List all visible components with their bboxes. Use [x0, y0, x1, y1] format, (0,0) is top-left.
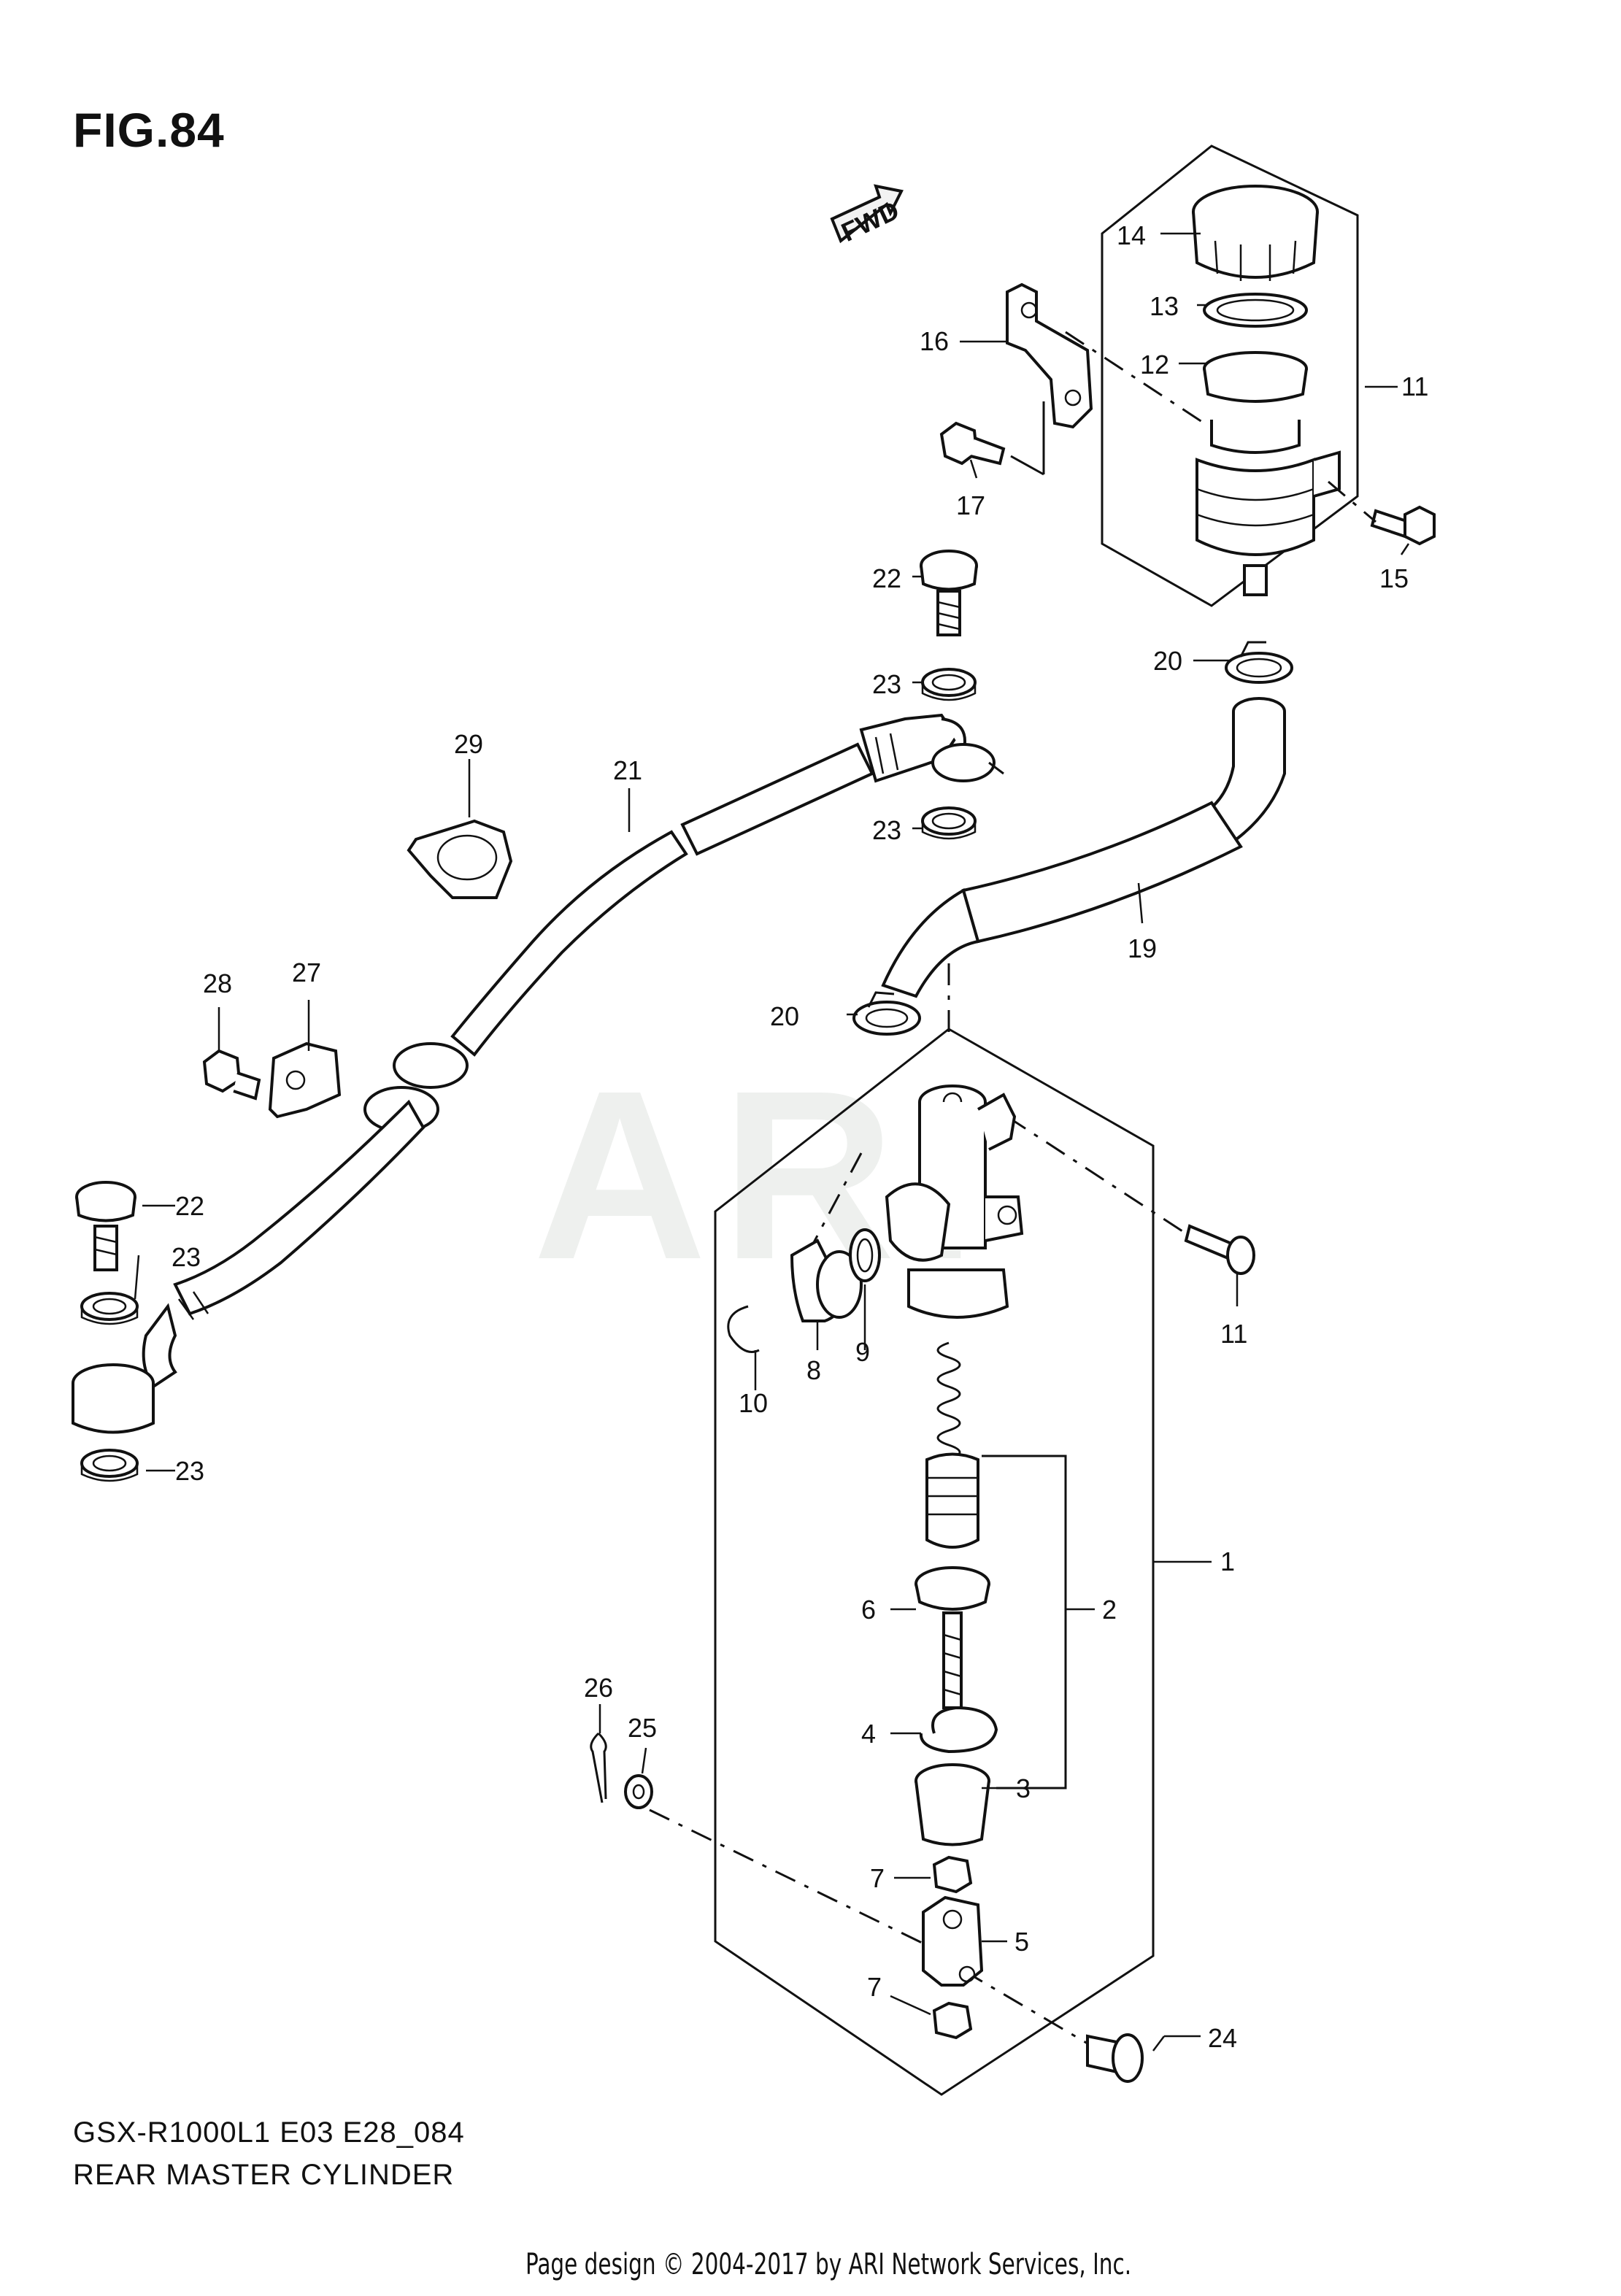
bolt-part: [939, 421, 1006, 466]
callout-10: 10: [739, 1388, 768, 1418]
callout-4: 4: [861, 1719, 876, 1749]
callout-12: 11: [1401, 371, 1428, 401]
callout-5: 5: [1014, 1927, 1029, 1957]
callout-20: 20: [1153, 646, 1182, 676]
callout-3: 3: [1016, 1773, 1031, 1803]
callout-23: 23: [872, 815, 901, 845]
washer-part: [624, 1774, 653, 1809]
hose-fitting-part: [790, 1238, 863, 1322]
washer-part: [80, 1449, 139, 1482]
callout-26: 26: [584, 1673, 613, 1703]
clip-part: [268, 1041, 342, 1119]
callout-17: 16: [920, 326, 949, 356]
banjo-bolt-part: [920, 550, 978, 636]
hose-clamp-part: [1225, 641, 1293, 684]
callout-19: 19: [1128, 933, 1157, 963]
cotter-pin-part: [590, 1732, 607, 1803]
watermark: ARI: [533, 1040, 992, 1309]
brake-hose-part: [72, 713, 1004, 1434]
screw-part: [1184, 1224, 1255, 1275]
circlip-part: [727, 1305, 760, 1353]
callout-28: 28: [203, 968, 232, 998]
clevis-pin-part: [1086, 2033, 1144, 2083]
callout-15: 14: [1117, 220, 1146, 250]
master-cylinder-assembly: [714, 1028, 1155, 2096]
bolt-part: [1370, 505, 1436, 546]
reservoir-assembly: [1101, 145, 1359, 607]
callout-18: 17: [956, 490, 985, 520]
callout-8: 8: [806, 1355, 821, 1385]
callout-6: 6: [861, 1595, 876, 1625]
callout-24: 24: [1208, 2023, 1237, 2053]
callout-11: 11: [1220, 1319, 1247, 1349]
callout-16: 15: [1379, 563, 1409, 593]
bracket-part: [1006, 282, 1093, 429]
washer-part: [921, 806, 977, 840]
clamp-part: [407, 819, 513, 899]
callout-20: 20: [770, 1001, 799, 1031]
washer-part: [921, 668, 977, 701]
forward-arrow-icon: FWD: [830, 184, 904, 247]
diagram-subtitle: REAR MASTER CYLINDER: [73, 2159, 455, 2191]
figure-title: FIG.84: [73, 103, 225, 157]
callout-14: 13: [1150, 291, 1179, 321]
callout-23: 23: [175, 1456, 204, 1486]
callout-23: 23: [172, 1242, 201, 1272]
o-ring-part: [849, 1228, 881, 1282]
model-code: GSX-R1000L1 E03 E28_084: [73, 2116, 465, 2149]
bolt-part: [202, 1049, 261, 1101]
callout-labels: 14 13 12 11 15 16 17 22 23 23 20 19 20 2…: [172, 220, 1428, 2053]
copyright-footer: Page design © 2004-2017 by ARI Network S…: [525, 2248, 1132, 2281]
callout-22: 22: [872, 563, 901, 593]
callout-7: 7: [867, 1972, 882, 2002]
reservoir-hose-part: [881, 697, 1286, 998]
callout-2: 2: [1102, 1595, 1117, 1625]
washer-part: [80, 1292, 139, 1325]
callout-22: 22: [175, 1191, 204, 1221]
callout-21: 21: [613, 755, 642, 785]
callout-25: 25: [628, 1713, 657, 1743]
banjo-bolt-part: [75, 1181, 136, 1271]
callout-1: 1: [1220, 1546, 1235, 1576]
leader-lines: [134, 232, 1410, 2052]
callout-27: 27: [292, 958, 321, 987]
callout-29: 29: [454, 729, 483, 759]
hose-clamp-part: [852, 991, 921, 1036]
callout-13: 12: [1140, 350, 1169, 380]
callout-9: 9: [855, 1337, 870, 1367]
callout-23: 23: [872, 669, 901, 699]
callout-7: 7: [870, 1863, 885, 1893]
